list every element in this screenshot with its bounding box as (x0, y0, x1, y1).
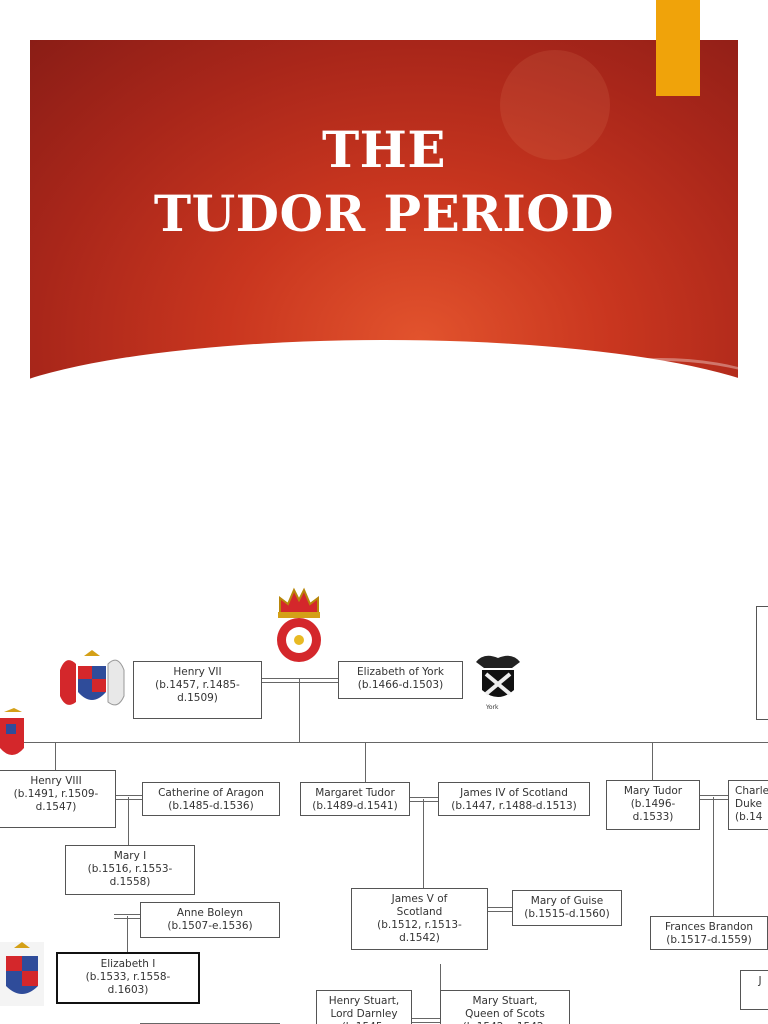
marriage-line (116, 799, 142, 800)
descent-line (652, 742, 653, 780)
marriage-line (410, 801, 438, 802)
accent-tab (656, 0, 700, 96)
person-elizabeth-of-york: Elizabeth of York (b.1466-d.1503) (338, 661, 463, 699)
coat-of-arms-icon (60, 650, 125, 706)
person-mary-tudor: Mary Tudor (b.1496- d.1533) (606, 780, 700, 830)
marriage-line (700, 795, 728, 796)
descent-line (55, 742, 56, 770)
marriage-line (488, 907, 512, 908)
marriage-line (262, 682, 338, 683)
person-henry-stuart: Henry Stuart, Lord Darnley (b.1545- (316, 990, 412, 1024)
descent-line (127, 916, 128, 952)
person-elizabeth-i: Elizabeth I (b.1533, r.1558- d.1603) (56, 952, 200, 1004)
coat-of-arms-icon (0, 942, 44, 1006)
person-james-iv-of-scotland: James IV of Scotland (b.1447, r.1488-d.1… (438, 782, 590, 816)
marriage-line (114, 914, 140, 915)
title-line-2: TUDOR PERIOD (153, 184, 615, 243)
descent-line (440, 964, 441, 992)
slide-title: THE TUDOR PERIOD (30, 118, 738, 246)
tudor-rose-crown-emblem (277, 587, 321, 662)
descent-line (713, 797, 714, 917)
sibling-line (0, 742, 768, 743)
title-slide (30, 40, 738, 392)
person-mary-of-guise: Mary of Guise (b.1515-d.1560) (512, 890, 622, 926)
descent-line (365, 742, 366, 782)
marriage-line (488, 911, 512, 912)
person-margaret-tudor: Margaret Tudor (b.1489-d.1541) (300, 782, 410, 816)
tudor-family-tree: York Henry VII (b.1457, r.1485- d.1509) … (0, 580, 768, 1024)
marriage-line (412, 1022, 440, 1023)
york-caption: York (486, 704, 499, 711)
marriage-line (262, 678, 338, 679)
marriage-line (410, 797, 438, 798)
decorative-circle (500, 50, 610, 160)
person-henry-vii: Henry VII (b.1457, r.1485- d.1509) (133, 661, 262, 719)
person-james-v-of-scotland: James V of Scotland (b.1512, r.1513- d.1… (351, 888, 488, 950)
marriage-line (116, 795, 142, 796)
slide-curve-highlight (510, 358, 738, 392)
marriage-line (700, 799, 728, 800)
york-arms-icon (476, 655, 520, 697)
person-mary-i: Mary I (b.1516, r.1553- d.1558) (65, 845, 195, 895)
person-henry-viii: Henry VIII (b.1491, r.1509- d.1547) (0, 770, 116, 828)
descent-line (299, 679, 300, 743)
partial-note-box (756, 606, 768, 720)
descent-line (128, 797, 129, 845)
person-catherine-of-aragon: Catherine of Aragon (b.1485-d.1536) (142, 782, 280, 816)
author-name: Dr. Oana-Alis Zaharia (308, 344, 460, 363)
person-mary-stuart: Mary Stuart, Queen of Scots (b.1542, r.1… (440, 990, 570, 1024)
coat-of-arms-icon (0, 708, 24, 755)
person-frances-brandon: Frances Brandon (b.1517-d.1559) (650, 916, 768, 950)
title-line-1: THE (321, 120, 447, 179)
marriage-line (412, 1018, 440, 1019)
person-charles-brandon: Charle Duke (b.14 (728, 780, 768, 830)
person-anne-boleyn: Anne Boleyn (b.1507-e.1536) (140, 902, 280, 938)
descent-line (423, 799, 424, 889)
partial-person-box: J (740, 970, 768, 1010)
